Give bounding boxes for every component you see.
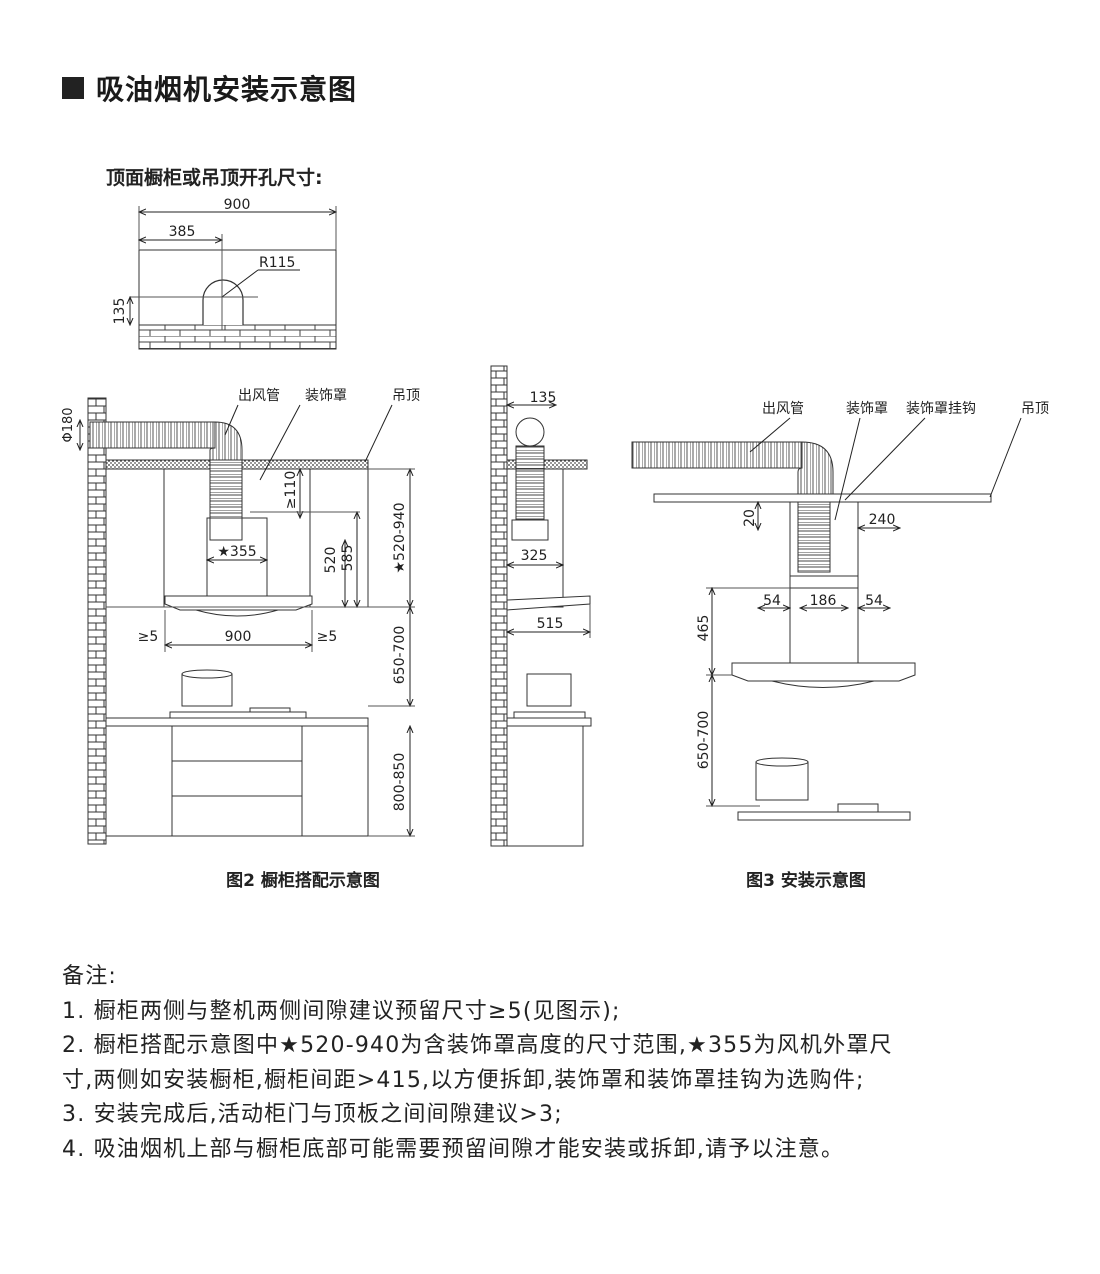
dim-135: 135 [112, 298, 128, 325]
label-duct: 出风管 [238, 388, 280, 404]
radius-leader [221, 269, 259, 298]
fig3-label-duct: 出风管 [762, 401, 804, 417]
drawers [171, 725, 303, 837]
dim-hood-width: 900 [225, 629, 252, 645]
dim-54b: 54 [865, 593, 883, 609]
right-wall-cabinet [309, 468, 369, 608]
top-view-title: 顶面橱柜或吊顶开孔尺寸: [106, 166, 323, 189]
top-view-diagram: 顶面橱柜或吊顶开孔尺寸: 900 385 R115 135 [106, 166, 337, 350]
side-counter [506, 717, 592, 727]
leader-ceiling [364, 404, 393, 463]
leader-cover [259, 404, 301, 481]
duct-hole-outline [202, 279, 244, 325]
dim-240: 240 [869, 512, 896, 528]
fig3-filter [771, 680, 875, 688]
hood-filter [195, 609, 279, 617]
pot-lid [181, 669, 233, 679]
dim-gap-right: ≥5 [317, 629, 338, 645]
side-wall [490, 365, 508, 847]
fig3-diagram: 出风管 装饰罩 装饰罩挂钩 吊顶 20 240 54 186 54 465 65… [631, 401, 1049, 821]
side-hood [506, 595, 591, 611]
note-2b: 寸,两侧如安装橱柜,橱柜间距>415,以方便拆卸,装饰罩和装饰罩挂钩为选购件; [62, 1067, 865, 1093]
fig3-leader-ceiling [989, 417, 1022, 498]
fig3-leader-hook [844, 417, 926, 501]
note-1: 1. 橱柜两侧与整机两侧间隙建议预留尺寸≥5(见图示); [62, 998, 621, 1024]
fig3-hook [789, 575, 859, 589]
dim-diameter: Φ180 [61, 407, 76, 442]
fig3-hood [731, 662, 916, 682]
dim-20: 20 [742, 509, 758, 527]
dim-515: 515 [537, 616, 564, 632]
pot [181, 673, 233, 707]
dim-135-side: 135 [530, 390, 557, 406]
burner [249, 707, 291, 713]
label-ceiling: 吊顶 [392, 388, 420, 404]
hood-body [164, 595, 313, 611]
fig3-duct-vertical [797, 501, 831, 573]
dim-54a: 54 [763, 593, 781, 609]
duct-vertical [209, 459, 243, 523]
note-3: 3. 安装完成后,活动柜门与顶板之间间隙建议>3; [62, 1102, 563, 1127]
countertop [105, 717, 369, 727]
fig3-ceiling [653, 493, 992, 503]
dim-650-fig3: 650-700 [696, 711, 712, 770]
side-cabinet [506, 725, 584, 847]
side-pot [526, 673, 572, 707]
dim-186: 186 [810, 593, 837, 609]
side-stove [513, 711, 586, 719]
fig3-stove [737, 811, 911, 821]
cabinet-top-brick [138, 324, 337, 350]
dim-355: ★355 [217, 544, 256, 560]
side-collar [511, 519, 549, 541]
section-header: 吸油烟机安装示意图 [62, 68, 357, 108]
page-title: 吸油烟机安装示意图 [96, 73, 358, 106]
fig2-caption: 图2 橱柜搭配示意图 [226, 870, 380, 891]
fig3-duct-horizontal [631, 441, 803, 469]
fig3-leader-cover [834, 417, 861, 521]
dim-r115: R115 [259, 255, 295, 271]
dim-585: 585 [340, 545, 356, 572]
fig3-burner [837, 803, 879, 813]
square-bullet-icon [62, 77, 84, 99]
duct-horizontal [89, 421, 216, 449]
installation-drawings: 顶面橱柜或吊顶开孔尺寸: 900 385 R115 135 [61, 166, 1049, 891]
note-2a: 2. 橱柜搭配示意图中★520-940为含装饰罩高度的尺寸范围,★355为风机外… [62, 1033, 893, 1058]
fig3-label-cover: 装饰罩 [846, 401, 888, 417]
fig3-label-ceiling: 吊顶 [1021, 401, 1049, 417]
stove [169, 711, 307, 719]
fig3-duct-elbow [797, 441, 834, 495]
dim-gap-left: ≥5 [138, 629, 159, 645]
side-duct-circle [515, 417, 545, 447]
fig3-leader-duct [749, 417, 791, 453]
leader-duct [224, 404, 239, 436]
notes-section: 备注: 1. 橱柜两侧与整机两侧间隙建议预留尺寸≥5(见图示); 2. 橱柜搭配… [62, 960, 1062, 1167]
dim-385: 385 [169, 224, 196, 240]
note-4: 4. 吸油烟机上部与橱柜底部可能需要预留间隙才能安装或拆卸,请予以注意。 [62, 1136, 845, 1162]
notes-title: 备注: [62, 964, 118, 989]
fig2-side-diagram: 135 325 515 [490, 365, 592, 847]
duct-collar [209, 517, 243, 541]
duct-elbow [209, 421, 243, 461]
dim-900: 900 [224, 197, 251, 213]
fig2-front-diagram: 出风管 装饰罩 吊顶 Φ180 ≥110 ★355 520 585 ★520-9… [61, 388, 420, 845]
dim-465: 465 [696, 615, 712, 642]
fig3-pot [755, 761, 809, 801]
fig3-label-hook: 装饰罩挂钩 [906, 401, 976, 417]
dim-range: ★520-940 [392, 502, 408, 573]
fig3-pot-lid [755, 757, 809, 767]
wall [87, 397, 107, 845]
side-duct [515, 445, 545, 521]
base-cabinet [105, 725, 369, 837]
dim-hood-height: 650-700 [392, 626, 408, 685]
dim-counter-height: 800-850 [392, 753, 408, 812]
dim-325: 325 [521, 548, 548, 564]
dim-gap-top: ≥110 [283, 471, 299, 509]
left-wall-cabinet [105, 468, 165, 608]
dim-520: 520 [323, 547, 339, 574]
label-cover: 装饰罩 [305, 388, 347, 404]
fig3-caption: 图3 安装示意图 [746, 870, 866, 891]
